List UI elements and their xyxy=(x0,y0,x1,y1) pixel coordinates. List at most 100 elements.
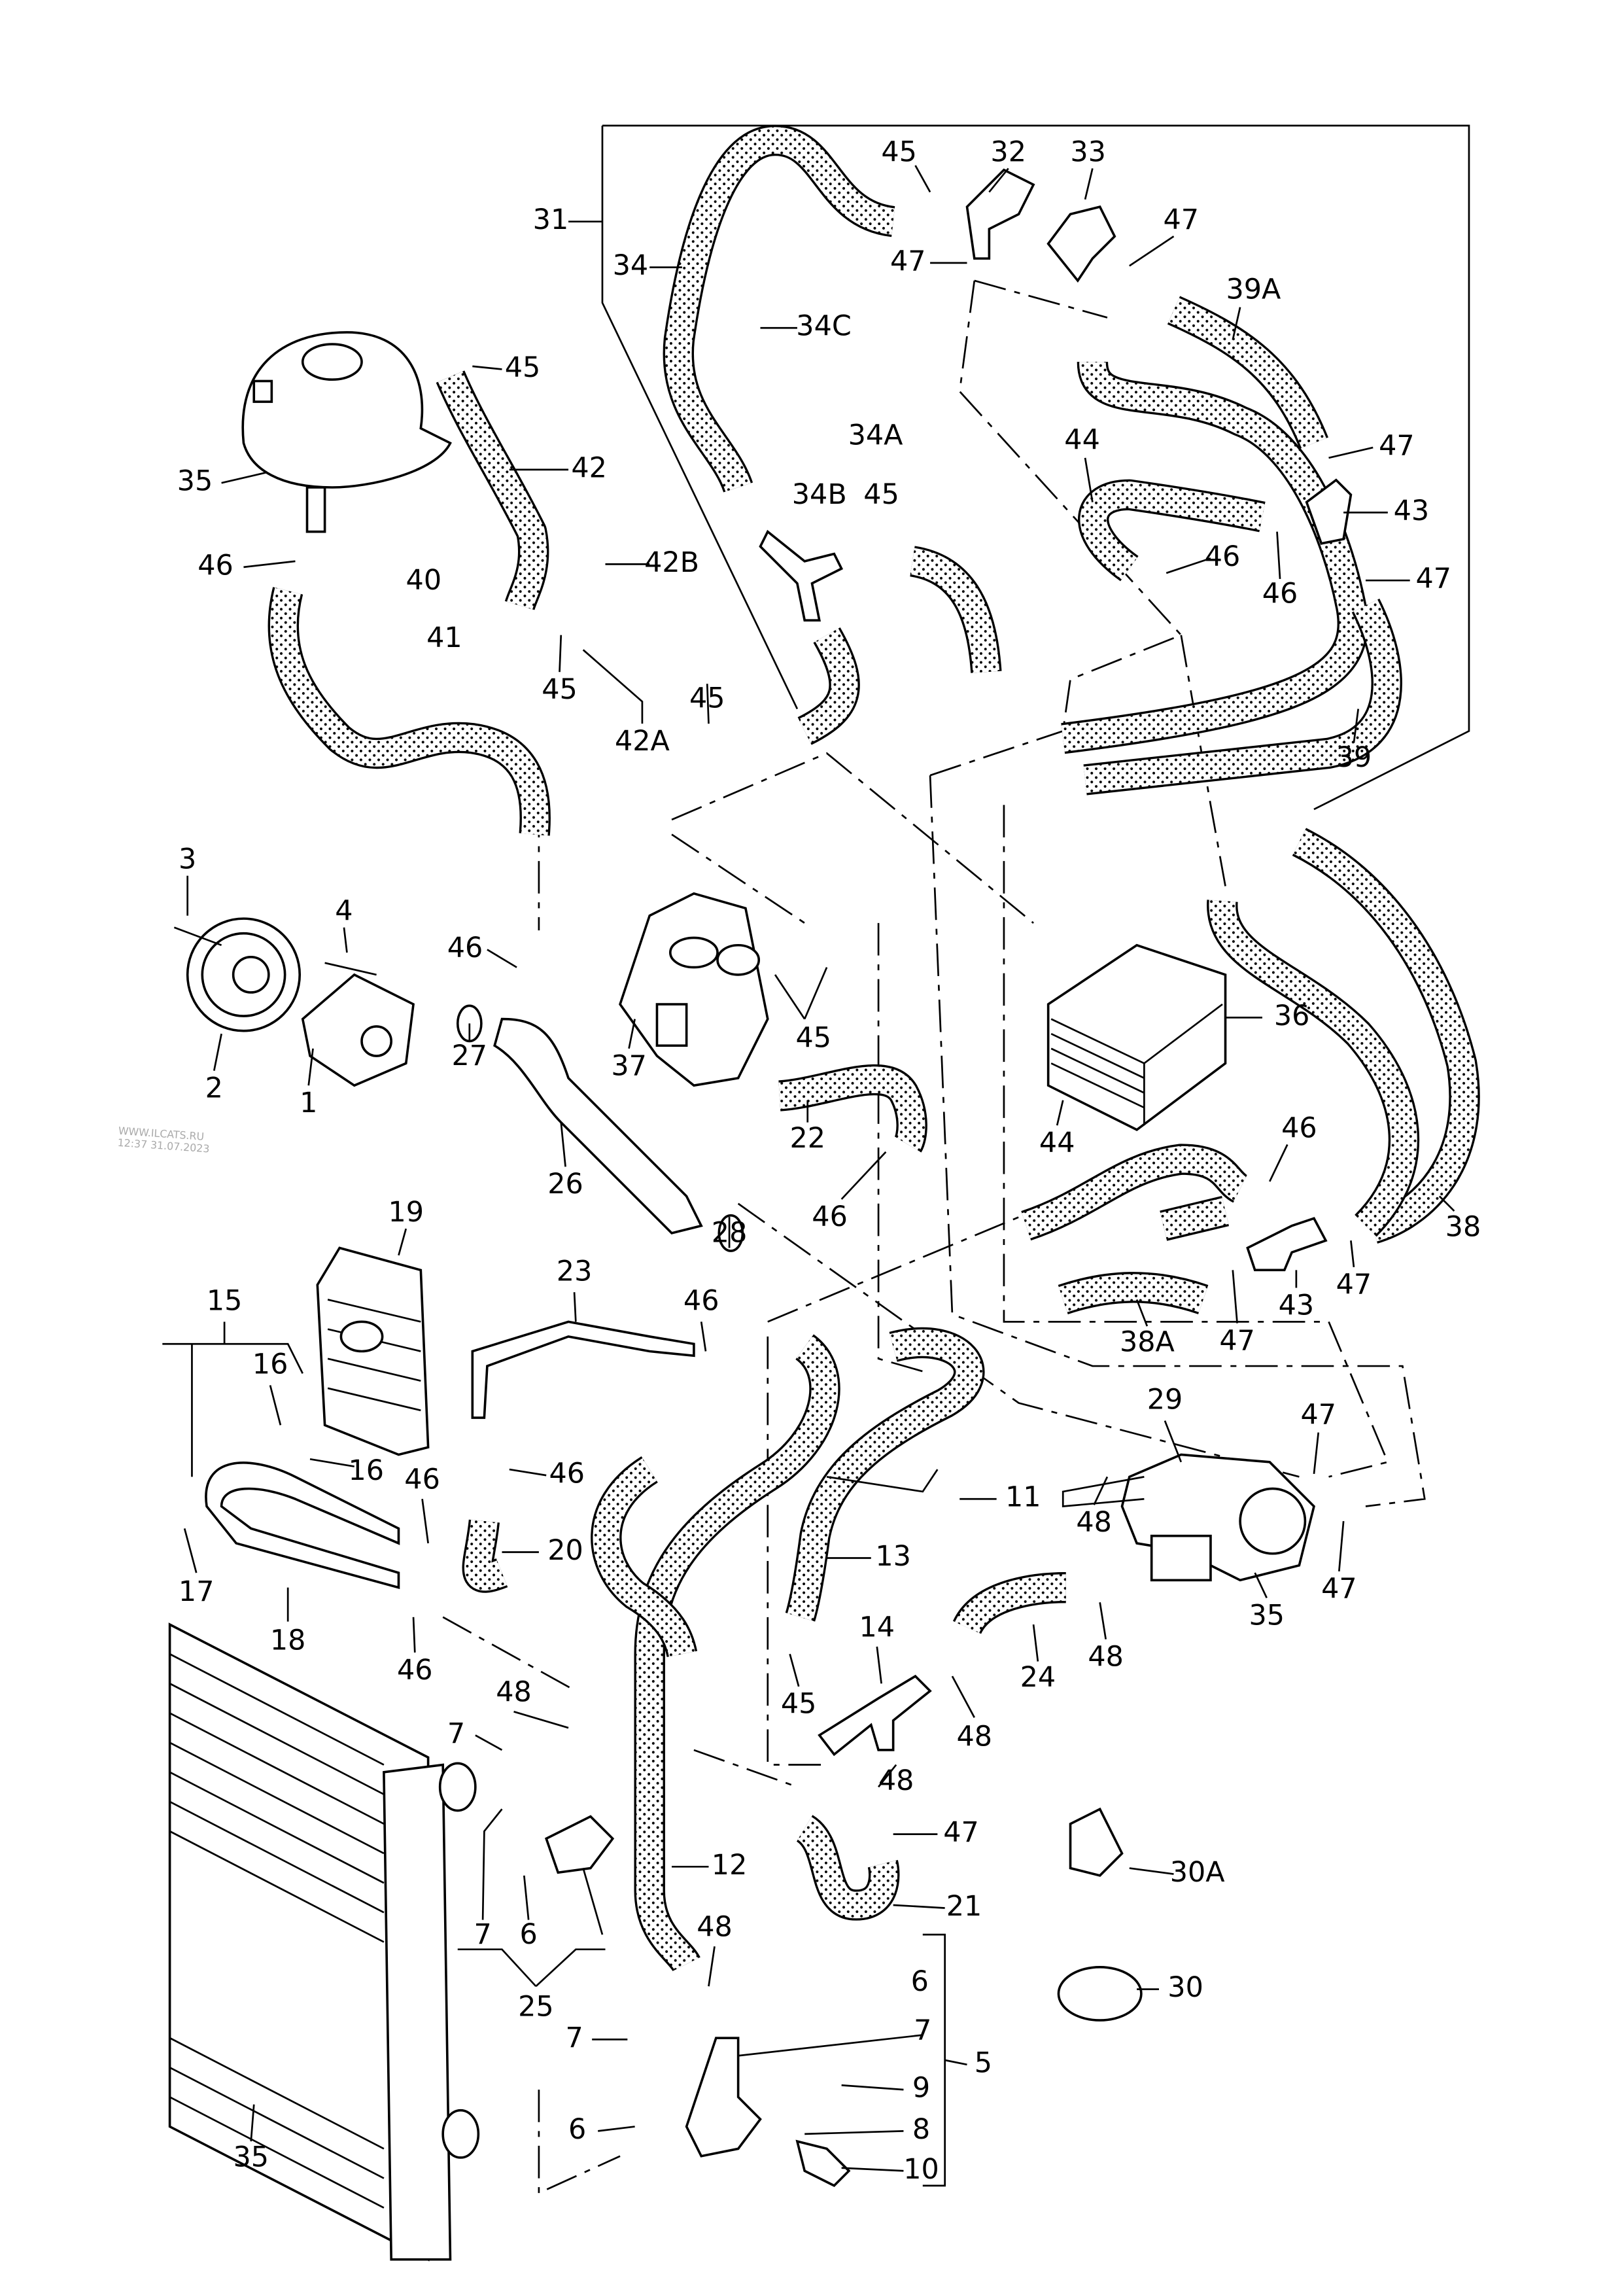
part-label: 48 xyxy=(1088,1641,1124,1673)
reference-dashed-lines xyxy=(442,279,1426,2195)
part-label: 25 xyxy=(518,1990,554,2023)
part-label: 48 xyxy=(496,1676,532,1709)
part-label: 6 xyxy=(568,2113,586,2146)
part-label: 43 xyxy=(1394,495,1430,527)
part-label: 45 xyxy=(505,351,541,384)
coolant-regulator xyxy=(1062,1453,1315,1582)
water-pump xyxy=(173,917,415,1087)
part-label: 46 xyxy=(397,1654,433,1687)
connector-5 xyxy=(685,2037,762,2158)
part-label: 2 xyxy=(205,1072,223,1104)
part-label: 39A xyxy=(1226,273,1281,306)
clamp-30 xyxy=(1057,1965,1143,2022)
part-label: 22 xyxy=(789,1122,825,1155)
part-label: 34 xyxy=(613,249,649,282)
part-label: 36 xyxy=(1274,1000,1310,1032)
connector-43-lower xyxy=(1246,1217,1328,1272)
part-label: 43 xyxy=(1279,1289,1315,1322)
part-label: 14 xyxy=(859,1611,895,1643)
thermostat-housing xyxy=(619,892,769,1087)
part-label: 45 xyxy=(795,1022,831,1055)
part-label: 46 xyxy=(812,1200,848,1233)
part-label: 38 xyxy=(1445,1211,1481,1244)
expansion-tank xyxy=(241,331,452,533)
part-label: 29 xyxy=(1147,1384,1183,1416)
t-piece-34B xyxy=(759,529,844,622)
part-label: 46 xyxy=(1262,577,1298,610)
part-label: 47 xyxy=(1321,1573,1357,1605)
connector-33 xyxy=(1046,205,1116,283)
connector-25 xyxy=(544,1815,615,1874)
part-label: 4 xyxy=(335,895,353,928)
part-label: 8 xyxy=(912,2113,930,2146)
part-label: 26 xyxy=(547,1168,583,1200)
part-label: 18 xyxy=(270,1624,306,1657)
part-label: 45 xyxy=(863,478,899,511)
part-label: 40 xyxy=(406,564,442,597)
watermark: WWW.ILCATS.RU 12:37 31.07.2023 xyxy=(117,1125,210,1155)
part-label: 10 xyxy=(903,2153,939,2186)
part-label: 12 xyxy=(712,1849,748,1882)
part-label: 45 xyxy=(881,135,917,168)
pipe-assembly-15 xyxy=(205,1462,400,1590)
oil-cooler-19 xyxy=(316,1246,430,1456)
part-label: 48 xyxy=(878,1764,914,1797)
connector-32 xyxy=(965,168,1035,260)
part-label: 34C xyxy=(796,310,852,343)
part-label: 17 xyxy=(179,1575,215,1608)
part-label: 37 xyxy=(611,1050,647,1083)
part-label: 45 xyxy=(689,682,725,715)
part-label: 19 xyxy=(388,1196,424,1229)
part-label: 30 xyxy=(1167,1971,1203,2004)
part-label: 34B xyxy=(792,478,847,511)
part-label: 42 xyxy=(571,451,607,484)
part-label: 45 xyxy=(781,1688,817,1721)
part-label: 46 xyxy=(447,932,483,964)
part-label: 46 xyxy=(198,549,233,582)
part-label: 46 xyxy=(1281,1112,1317,1144)
part-label: 47 xyxy=(1164,203,1200,236)
part-label: 7 xyxy=(565,2022,583,2054)
part-label: 47 xyxy=(943,1816,979,1849)
part-label: 13 xyxy=(875,1540,911,1573)
part-label: 47 xyxy=(1219,1324,1255,1357)
part-label: 6 xyxy=(519,1918,537,1951)
part-label: 46 xyxy=(1205,540,1241,573)
part-label: 11 xyxy=(1005,1481,1041,1514)
part-label: 34A xyxy=(848,419,903,452)
part-label: 48 xyxy=(1076,1506,1112,1539)
part-label: 5 xyxy=(975,2046,992,2079)
part-label: 6 xyxy=(911,1965,929,1998)
part-label: 16 xyxy=(349,1454,385,1487)
pipe-23 xyxy=(471,1320,695,1419)
part-label: 47 xyxy=(1336,1269,1372,1301)
radiator xyxy=(168,1622,480,2262)
part-label: 7 xyxy=(447,1717,465,1750)
part-label: 20 xyxy=(547,1534,583,1567)
part-label: 39 xyxy=(1336,741,1372,774)
part-label: 28 xyxy=(712,1217,748,1250)
part-label: 47 xyxy=(1379,430,1415,463)
part-label: 24 xyxy=(1020,1661,1056,1694)
clamp-30A xyxy=(1069,1807,1124,1877)
components xyxy=(168,168,1353,2262)
sensor-10 xyxy=(795,2139,851,2188)
part-labels: 45 32 33 31 34 47 47 39A 34C 45 35 42 34… xyxy=(177,135,1481,2185)
part-label: 1 xyxy=(300,1087,317,1119)
part-label: 38A xyxy=(1120,1326,1175,1359)
part-label: 32 xyxy=(990,135,1026,168)
part-label: 15 xyxy=(207,1285,243,1318)
part-label: 47 xyxy=(890,245,926,277)
part-label: 16 xyxy=(252,1348,288,1381)
oil-cooler xyxy=(1046,943,1227,1132)
part-label: 48 xyxy=(957,1720,993,1753)
part-label: 48 xyxy=(697,1911,733,1944)
part-label: 42A xyxy=(615,725,670,758)
part-label: 44 xyxy=(1039,1127,1075,1159)
leader-lines xyxy=(162,165,1455,2187)
part-label: 7 xyxy=(474,1918,491,1951)
group-bracket-31 xyxy=(601,124,1470,811)
part-label: 7 xyxy=(914,2014,931,2047)
